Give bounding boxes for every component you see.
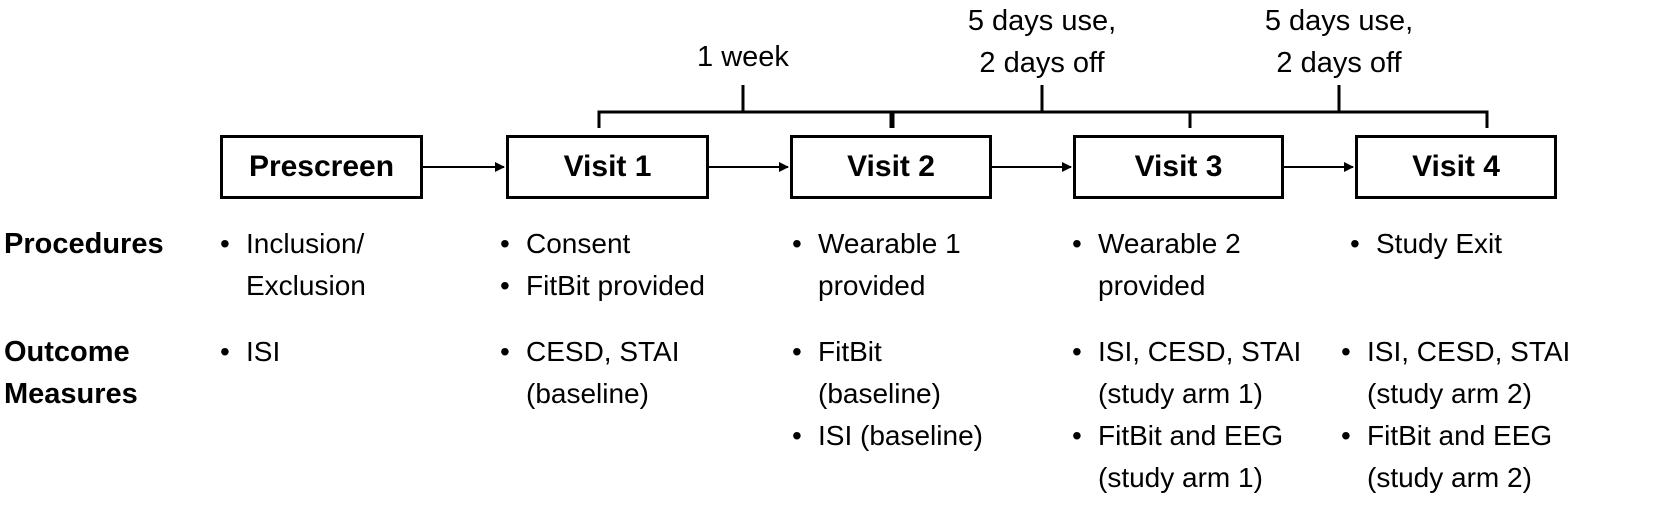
row-label-outcome-measures: Outcome Measures (4, 336, 138, 410)
list-item: CESD, STAI (baseline) (500, 331, 680, 415)
stage-box-visit-4: Visit 4 (1355, 135, 1557, 199)
procedures-cell-visit-4: Study Exit (1350, 223, 1502, 265)
list-item: Wearable 2 provided (1072, 223, 1241, 307)
outcome-cell-prescreen: ISI (220, 331, 280, 373)
list-item: ISI (baseline) (792, 415, 983, 457)
stage-label-visit-4: Visit 4 (1412, 150, 1500, 183)
list-item: Wearable 1 provided (792, 223, 961, 307)
outcome-cell-visit-4: ISI, CESD, STAI (study arm 2) FitBit and… (1341, 331, 1570, 499)
period-label-visit-3-to-4: 5 days use, 2 days off (1264, 5, 1414, 79)
stage-label-visit-2: Visit 2 (847, 150, 935, 183)
list-item: Consent (500, 223, 705, 265)
bracket-visit-1-to-visit-2 (597, 85, 893, 128)
procedures-cell-visit-3: Wearable 2 provided (1072, 223, 1241, 307)
procedures-cell-prescreen: Inclusion/ Exclusion (220, 223, 366, 307)
list-item: ISI, CESD, STAI (study arm 2) (1341, 331, 1570, 415)
period-label-visit-2-to-3: 5 days use, 2 days off (967, 5, 1117, 79)
list-item: FitBit (baseline) (792, 331, 983, 415)
list-item: Study Exit (1350, 223, 1502, 265)
stage-label-prescreen: Prescreen (248, 150, 395, 183)
row-label-procedures: Procedures (4, 228, 164, 260)
list-item: ISI (220, 331, 280, 373)
outcome-cell-visit-2: FitBit (baseline) ISI (baseline) (792, 331, 983, 457)
bracket-visit-3-to-visit-4 (1188, 85, 1489, 128)
period-label-1-week: 1 week (697, 41, 789, 73)
outcome-cell-visit-1: CESD, STAI (baseline) (500, 331, 680, 415)
list-item: FitBit and EEG (study arm 2) (1341, 415, 1570, 499)
stage-label-visit-3: Visit 3 (1134, 150, 1223, 183)
stage-box-prescreen: Prescreen (220, 135, 423, 199)
outcome-cell-visit-3: ISI, CESD, STAI (study arm 1) FitBit and… (1072, 331, 1301, 499)
list-item: ISI, CESD, STAI (study arm 1) (1072, 331, 1301, 415)
list-item: Inclusion/ Exclusion (220, 223, 366, 307)
stage-box-visit-1: Visit 1 (506, 135, 709, 199)
procedures-cell-visit-1: Consent FitBit provided (500, 223, 705, 307)
stage-box-visit-3: Visit 3 (1073, 135, 1284, 199)
bracket-visit-2-to-visit-3 (891, 85, 1192, 128)
list-item: FitBit provided (500, 265, 705, 307)
list-item: FitBit and EEG (study arm 1) (1072, 415, 1301, 499)
stage-label-visit-1: Visit 1 (563, 150, 652, 183)
stage-box-visit-2: Visit 2 (790, 135, 992, 199)
procedures-cell-visit-2: Wearable 1 provided (792, 223, 961, 307)
